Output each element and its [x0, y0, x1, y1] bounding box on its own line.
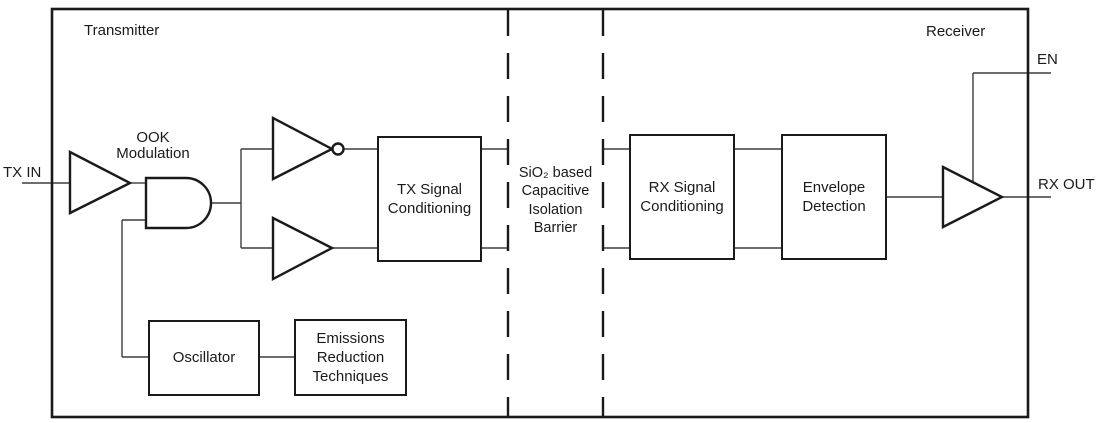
tx-input-buffer-triangle [68, 150, 133, 215]
tx-in-port-label: TX IN [3, 164, 42, 181]
ook-modulation-label: OOK Modulation [116, 129, 190, 162]
block-label: Oscillator [172, 349, 236, 367]
buffer-triangle [271, 216, 335, 281]
and-gate [144, 176, 213, 230]
en-port-label: EN [1037, 51, 1058, 68]
block-label: RX Signal Conditioning [640, 178, 724, 216]
rx-output-buffer-triangle [941, 165, 1005, 229]
tx-signal-conditioning-block: TX Signal Conditioning [377, 136, 482, 262]
transmitter-label: Transmitter [84, 22, 160, 39]
isolation-barrier-label: SiO₂ based Capacitive Isolation Barrier [518, 165, 593, 237]
inverter-triangle [271, 116, 335, 181]
envelope-detection-block: Envelope Detection [781, 134, 887, 260]
block-label: Envelope Detection [802, 178, 866, 216]
receiver-label: Receiver [926, 23, 986, 40]
rx-out-port-label: RX OUT [1038, 176, 1095, 193]
rx-signal-conditioning-block: RX Signal Conditioning [629, 134, 735, 260]
inverter-bubble-icon [331, 142, 345, 156]
block-label: TX Signal Conditioning [387, 180, 472, 218]
emissions-reduction-block: Emissions Reduction Techniques [294, 319, 407, 396]
oscillator-block: Oscillator [148, 320, 260, 396]
device-outline [50, 7, 1030, 419]
block-label: Emissions Reduction Techniques [312, 330, 389, 385]
